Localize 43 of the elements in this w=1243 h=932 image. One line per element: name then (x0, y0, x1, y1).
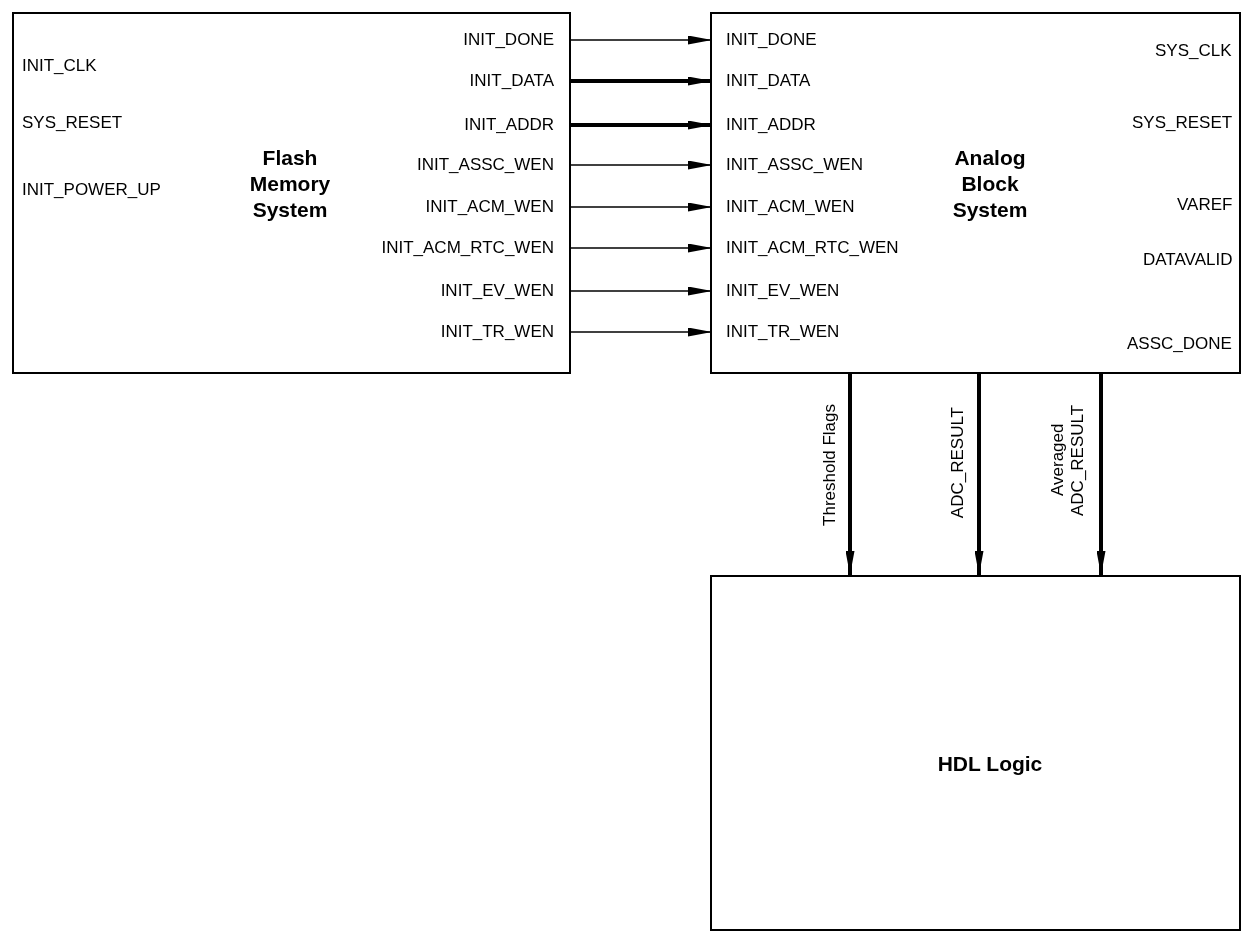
port-label: INIT_ACM_WEN (329, 192, 569, 222)
signal-arrow (568, 327, 713, 337)
port-label: INIT_ASSC_WEN (329, 150, 569, 180)
block-title: HDL Logic (936, 751, 1044, 777)
block-title: Flash Memory System (248, 145, 332, 223)
bus-arrow (569, 76, 712, 86)
bus-arrow (1096, 374, 1106, 575)
pin-name: ASSC_DONE (1127, 333, 1232, 355)
bus-arrow (845, 374, 855, 575)
port-label: INIT_ADDR (712, 110, 952, 140)
pin-name: SYS_CLK (1155, 40, 1232, 62)
port-label: INIT_ACM_RTC_WEN (712, 233, 952, 263)
pin-name: INIT_POWER_UP (22, 179, 161, 201)
bus-arrow (569, 120, 712, 130)
signal-arrow (568, 160, 713, 170)
port-label: INIT_ADDR (329, 110, 569, 140)
port-label: INIT_DATA (712, 66, 952, 96)
signal-arrow (568, 35, 713, 45)
pin-name: SYS_RESET (1132, 112, 1233, 134)
port-label: INIT_ASSC_WEN (712, 150, 952, 180)
port-label: INIT_ACM_RTC_WEN (329, 233, 569, 263)
port-label: INIT_EV_WEN (712, 276, 952, 306)
block-title: Analog Block System (951, 145, 1029, 223)
block-box (12, 12, 571, 374)
port-label: INIT_DONE (329, 25, 569, 55)
signal-arrow (568, 243, 713, 253)
pin-name: SYS_RESET (22, 112, 123, 134)
port-label: INIT_EV_WEN (329, 276, 569, 306)
signal-arrow (568, 202, 713, 212)
port-label: INIT_DONE (712, 25, 952, 55)
port-label: INIT_DATA (329, 66, 569, 96)
pin-name: VAREF (1177, 194, 1233, 216)
block-box (710, 12, 1241, 374)
bus-arrow (974, 374, 984, 575)
block-box (710, 575, 1241, 931)
port-label: INIT_TR_WEN (329, 317, 569, 347)
port-label: INIT_ACM_WEN (712, 192, 952, 222)
port-label: INIT_TR_WEN (712, 317, 952, 347)
pin-name: DATAVALID (1143, 249, 1233, 271)
signal-arrow (568, 286, 713, 296)
edge-label: Threshold Flags (820, 404, 840, 526)
pin-name: INIT_CLK (22, 55, 97, 77)
edge-label: ADC_RESULT (948, 406, 968, 518)
